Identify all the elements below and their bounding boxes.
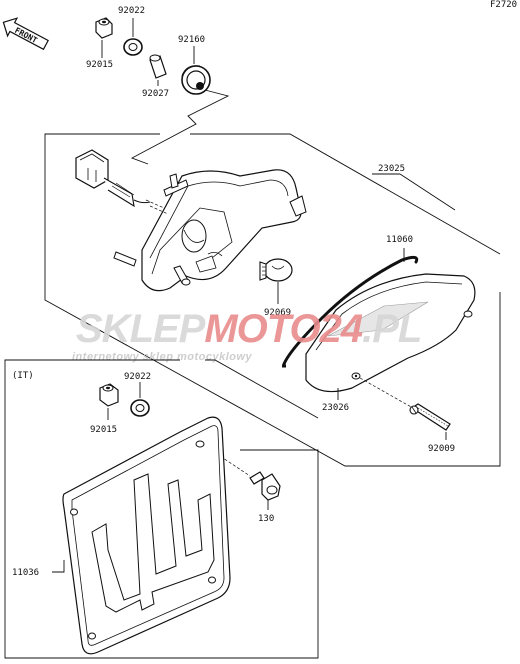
- box-23025: [44, 133, 501, 467]
- box-it: [4, 359, 319, 659]
- label-11036: 11036: [12, 568, 39, 578]
- watermark-tagline: internetowy sklep motocyklowy: [72, 351, 253, 363]
- label-23026: 23026: [322, 403, 349, 413]
- label-92022-top: 92022: [118, 6, 145, 16]
- gasket-11060: [282, 255, 419, 366]
- label-92015-bottom: 92015: [90, 425, 117, 435]
- nut-92015-top: [95, 17, 113, 39]
- washer-92022-top: [123, 38, 143, 56]
- label-92069: 92069: [264, 308, 291, 318]
- label-11060: 11060: [386, 235, 413, 245]
- lens-23026: [305, 273, 476, 393]
- label-92022-bottom: 92022: [124, 372, 151, 382]
- label-23025: 23025: [378, 164, 405, 174]
- watermark-brand-c: 24: [319, 307, 363, 351]
- watermark-brand-a: SKLEP: [76, 307, 206, 351]
- license-plate-bracket-11036: [62, 416, 231, 655]
- label-92015-top: 92015: [86, 60, 113, 70]
- collar-92027: [149, 54, 167, 79]
- nut-92015-bottom: [99, 383, 119, 407]
- label-130: 130: [258, 514, 274, 524]
- watermark-logo: SKLEPMOTO24.PL internetowy sklep motocyk…: [72, 307, 422, 363]
- label-92009: 92009: [428, 444, 455, 454]
- label-it: (IT): [12, 371, 34, 381]
- watermark-brand-d: .PL: [362, 307, 421, 351]
- grommet-92160: [181, 65, 211, 95]
- label-92027: 92027: [142, 89, 169, 99]
- bolt-130: [207, 447, 281, 501]
- wire-connector: [75, 149, 151, 208]
- label-92160: 92160: [178, 35, 205, 45]
- svg-text:SKLEPMOTO24.PL: SKLEPMOTO24.PL: [76, 307, 421, 351]
- front-arrow-icon: FRONT: [2, 17, 49, 51]
- watermark-brand-b: MOTO: [204, 307, 320, 351]
- diagram-code: F2720: [490, 0, 517, 10]
- taillight-housing: [113, 169, 307, 292]
- bulb-92069: [259, 258, 293, 282]
- washer-92022-bottom: [130, 399, 150, 417]
- screw-92009: [409, 403, 451, 431]
